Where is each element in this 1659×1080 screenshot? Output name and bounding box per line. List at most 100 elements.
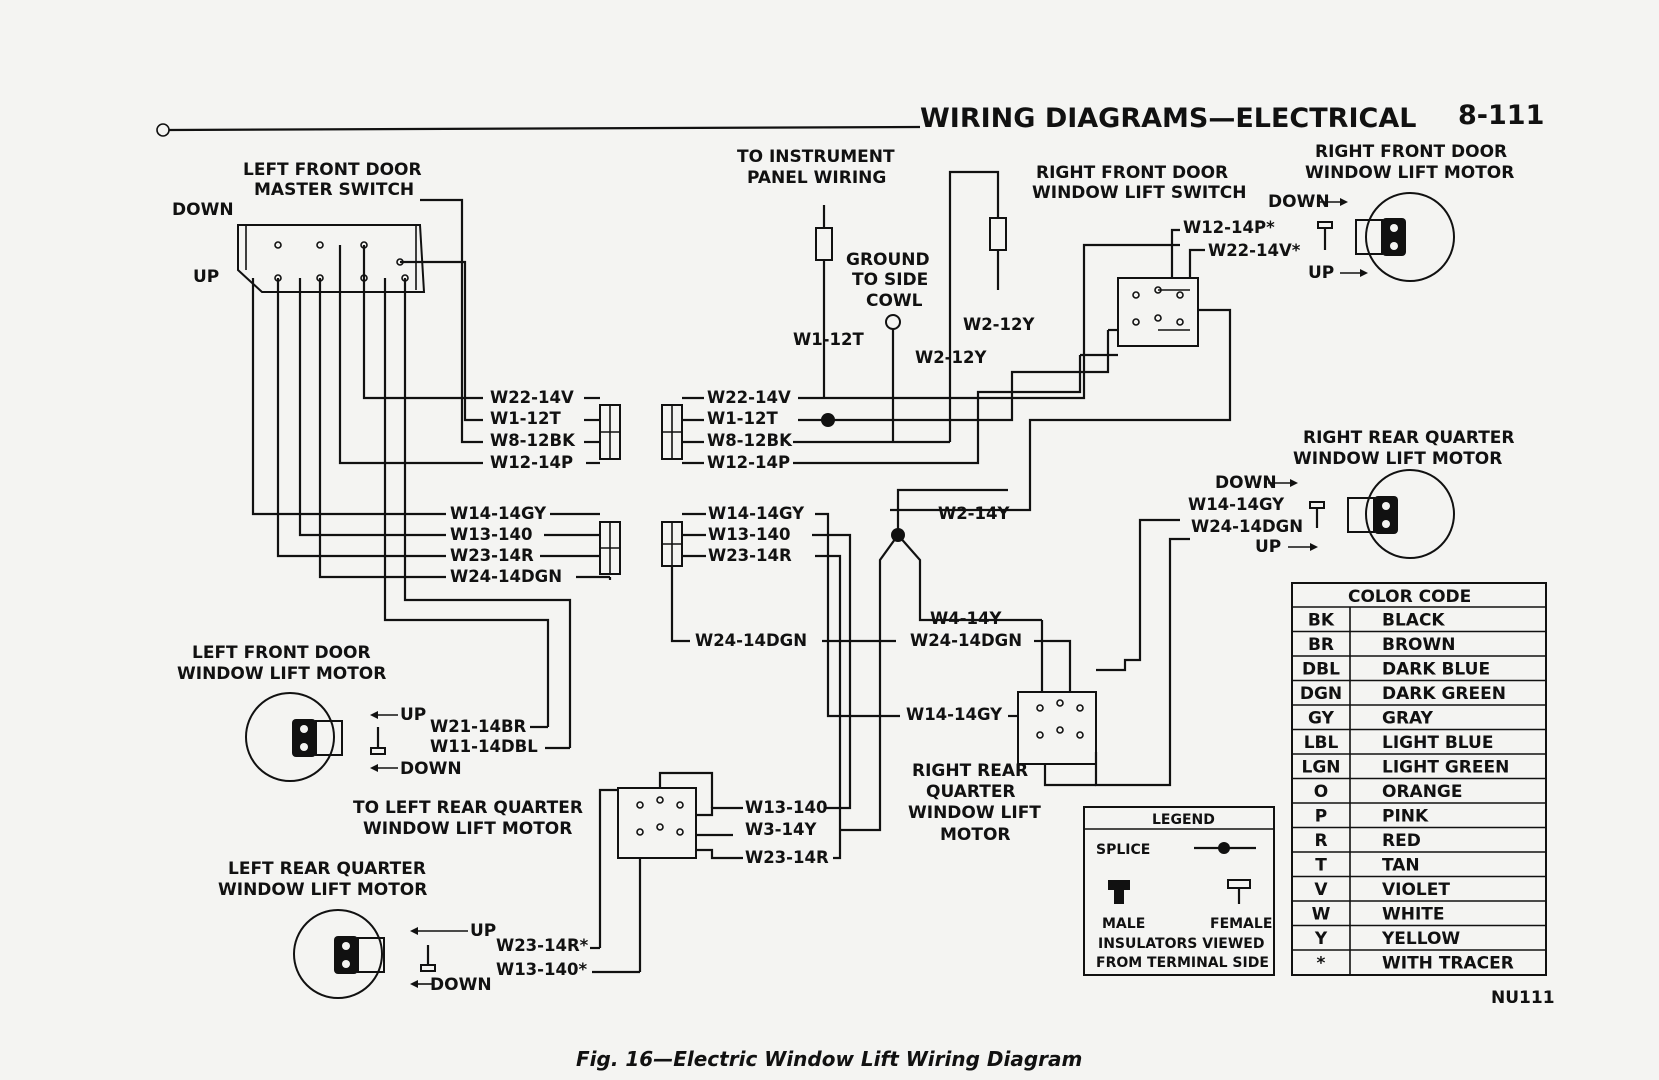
rf-window-switch xyxy=(890,228,1232,512)
wire-w14-14gy-rr: W14-14GY xyxy=(1188,495,1285,514)
legend-note-1: INSULATORS VIEWED xyxy=(1098,936,1264,952)
wire-w3-14y: W3-14Y xyxy=(745,820,817,839)
ground-label-3: COWL xyxy=(866,291,923,311)
wire-w14-14gy-right: W14-14GY xyxy=(708,504,805,523)
wire-w24-14dgn-rr: W24-14DGN xyxy=(1191,517,1303,536)
color-code-name: RED xyxy=(1382,831,1421,851)
legend-male: MALE xyxy=(1102,916,1145,932)
color-code-name: LIGHT BLUE xyxy=(1382,733,1493,753)
to-instrument-label-2: PANEL WIRING xyxy=(747,168,886,188)
color-code-abbrev: DGN xyxy=(1300,684,1342,704)
lr-up-label: UP xyxy=(470,921,496,941)
connector-2-wiring xyxy=(812,488,1008,860)
wire-w24-14dgn-center: W24-14DGN xyxy=(910,631,1022,650)
wire-w4-14y: W4-14Y xyxy=(930,609,1002,628)
wire-w23-14r-left: W23-14R xyxy=(450,546,534,565)
rr-switch-label-2: QUARTER xyxy=(926,782,1016,802)
lf-master-down-label: DOWN xyxy=(172,200,234,220)
lr-motor-label-2: WINDOW LIFT MOTOR xyxy=(218,880,427,900)
page-number: 8-111 xyxy=(1458,100,1544,131)
rr-quarter-switch xyxy=(1000,518,1190,787)
lf-master-up-label: UP xyxy=(193,267,219,287)
lf-master-switch-label-1: LEFT FRONT DOOR xyxy=(243,160,422,180)
color-code-name: BLACK xyxy=(1382,611,1445,631)
lf-motor-label-1: LEFT FRONT DOOR xyxy=(192,643,371,663)
w2-12y-feed xyxy=(948,170,1007,442)
color-code-abbrev: DBL xyxy=(1302,660,1340,680)
lr-motor-label-1: LEFT REAR QUARTER xyxy=(228,859,426,879)
connector-1-wiring xyxy=(793,243,1180,465)
ground-label-2: TO SIDE xyxy=(852,270,928,290)
wire-w2-12y-top: W2-12Y xyxy=(963,315,1035,334)
wire-w2-12y-mid: W2-12Y xyxy=(915,348,987,367)
color-code-abbrev: * xyxy=(1317,954,1326,974)
legend-note-2: FROM TERMINAL SIDE xyxy=(1096,955,1269,971)
wire-w12-14p-left: W12-14P xyxy=(490,453,573,472)
rf-down-label: DOWN xyxy=(1268,192,1330,212)
legend-female: FEMALE xyxy=(1210,916,1272,932)
color-code-name: BROWN xyxy=(1382,635,1455,655)
wire-w24-14dgn-lower: W24-14DGN xyxy=(695,631,807,650)
wire-w13-140-right: W13-140 xyxy=(708,525,790,544)
color-code-name: WHITE xyxy=(1382,905,1445,925)
color-code-abbrev: LBL xyxy=(1304,733,1339,753)
figure-id: NU111 xyxy=(1491,988,1555,1008)
wire-w14-14gy-center: W14-14GY xyxy=(906,705,1003,724)
wire-w23-14r-right: W23-14R xyxy=(708,546,792,565)
color-code-name: LIGHT GREEN xyxy=(1382,758,1509,778)
to-instrument-label-1: TO INSTRUMENT xyxy=(737,147,895,167)
legend-title: LEGEND xyxy=(1152,812,1215,828)
color-code-abbrev: LGN xyxy=(1301,758,1340,778)
wire-w11-14dbl: W11-14DBL xyxy=(430,737,538,756)
color-code-name: PINK xyxy=(1382,807,1429,827)
rf-motor xyxy=(1317,192,1455,282)
connector-2-right xyxy=(661,512,706,643)
lf-master-wires xyxy=(251,198,572,748)
wire-w12-14p-right: W12-14P xyxy=(707,453,790,472)
rr-motor xyxy=(1268,469,1455,559)
wire-w12-14p-star: W12-14P* xyxy=(1183,218,1275,237)
color-code-abbrev: V xyxy=(1314,880,1328,900)
figure-caption: Fig. 16—Electric Window Lift Wiring Diag… xyxy=(576,1047,1082,1071)
color-code-name: TAN xyxy=(1382,856,1420,876)
ground-label-1: GROUND xyxy=(846,250,930,270)
color-code-abbrev: Y xyxy=(1314,929,1328,949)
rr-switch-label-3: WINDOW LIFT xyxy=(908,803,1041,823)
legend-splice: SPLICE xyxy=(1096,842,1150,858)
wire-w23-14r-star: W23-14R* xyxy=(496,936,589,955)
wire-w13-140-star: W13-140* xyxy=(496,960,587,979)
lr-quarter-switch xyxy=(598,771,743,972)
connector-1-left xyxy=(584,396,621,465)
rf-up-label: UP xyxy=(1308,263,1334,283)
color-code-abbrev: BR xyxy=(1308,635,1334,655)
lf-up-label: UP xyxy=(400,705,426,725)
instrument-panel-connector xyxy=(815,205,833,398)
lf-motor xyxy=(245,692,570,782)
rr-down-label: DOWN xyxy=(1215,473,1277,493)
rf-motor-label-1: RIGHT FRONT DOOR xyxy=(1315,142,1507,162)
rf-motor-label-2: WINDOW LIFT MOTOR xyxy=(1305,163,1514,183)
lf-down-label: DOWN xyxy=(400,759,462,779)
rf-switch-label-1: RIGHT FRONT DOOR xyxy=(1036,163,1228,183)
color-code-abbrev: O xyxy=(1314,782,1328,802)
rr-motor-label-2: WINDOW LIFT MOTOR xyxy=(1293,449,1502,469)
connector-2-left xyxy=(540,512,621,580)
lr-motor xyxy=(293,909,640,999)
header-title: WIRING DIAGRAMS—ELECTRICAL xyxy=(920,103,1416,134)
wire-w2-14y: W2-14Y xyxy=(938,504,1010,523)
to-lr-quarter-label-1: TO LEFT REAR QUARTER xyxy=(353,798,583,818)
header-rule xyxy=(168,125,921,132)
wire-w21-14br: W21-14BR xyxy=(430,717,527,736)
color-code-name: DARK BLUE xyxy=(1382,660,1490,680)
wire-w22-14v-star: W22-14V* xyxy=(1208,241,1301,260)
color-code-name: GRAY xyxy=(1382,709,1434,729)
to-lr-quarter-label-2: WINDOW LIFT MOTOR xyxy=(363,819,572,839)
lf-master-switch xyxy=(237,224,426,293)
color-code-abbrev: BK xyxy=(1308,611,1335,631)
color-code-name: WITH TRACER xyxy=(1382,954,1514,974)
wire-w1-12t-instrument: W1-12T xyxy=(793,330,864,349)
lr-down-label: DOWN xyxy=(430,975,492,995)
wire-w1-12t-right: W1-12T xyxy=(707,409,778,428)
color-code-abbrev: R xyxy=(1314,831,1327,851)
